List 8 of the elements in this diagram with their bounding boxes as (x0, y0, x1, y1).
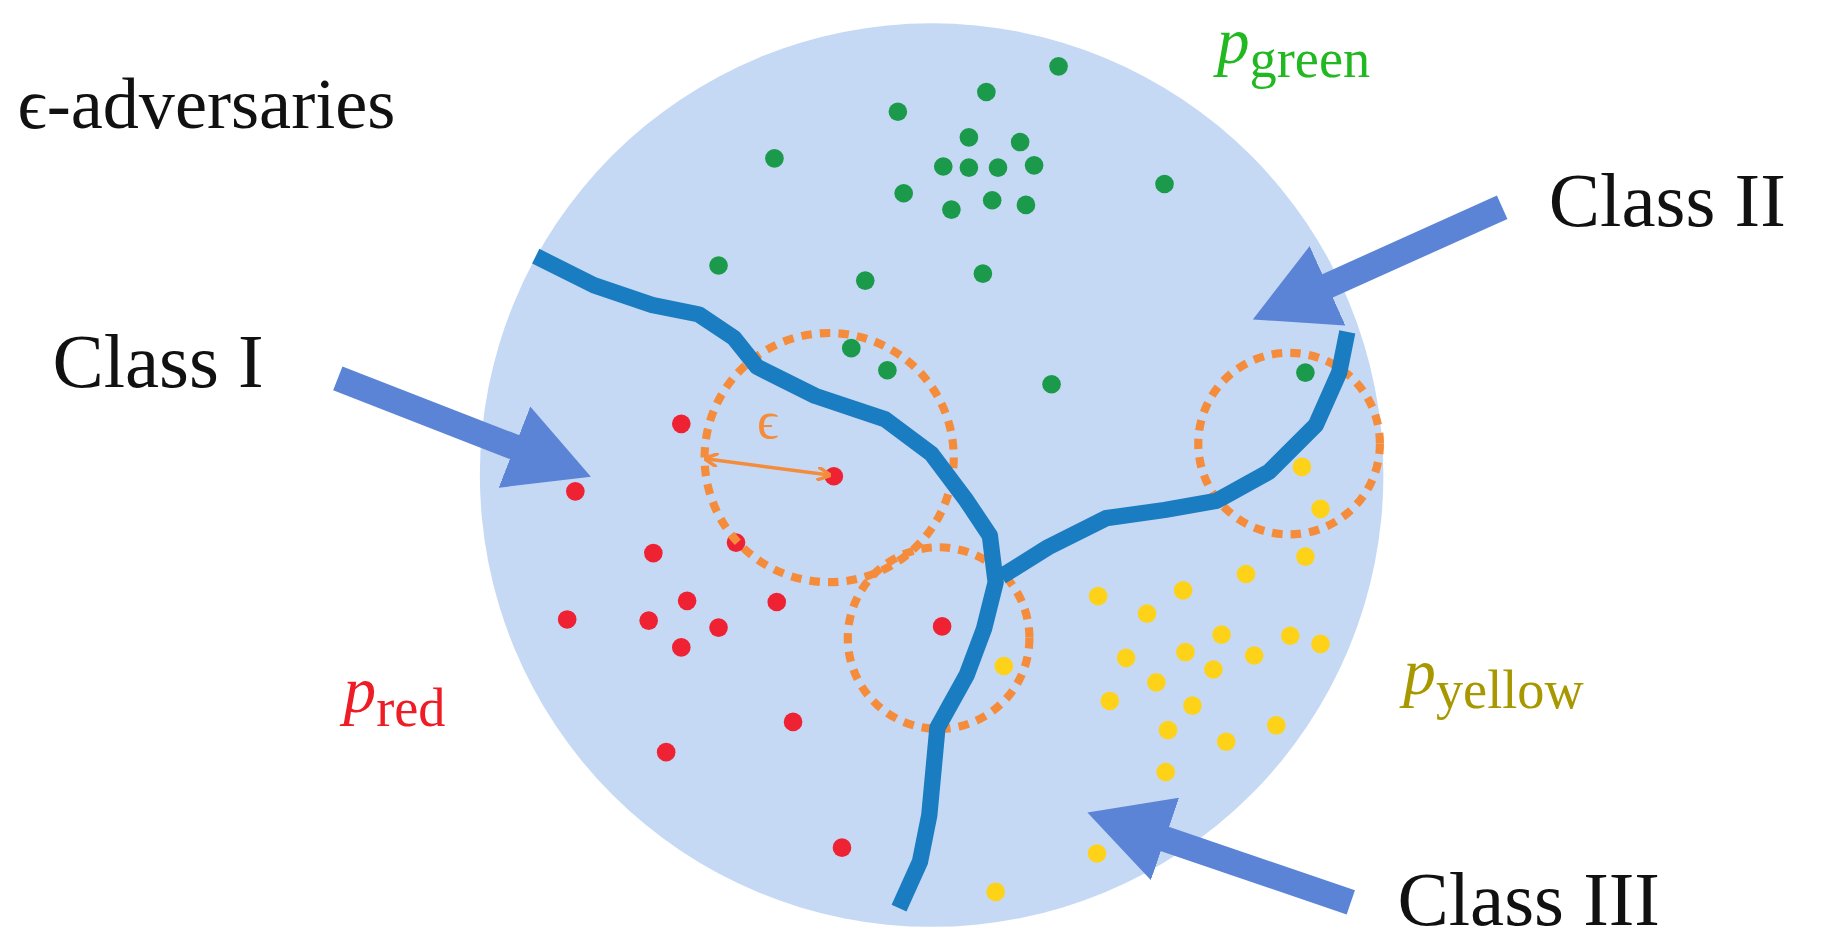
arrow (1087, 797, 1355, 915)
heading: ϵ-adversaries (17, 67, 396, 140)
arrow (1252, 195, 1508, 326)
arrow (333, 366, 591, 488)
epsilon-label: ϵ (756, 393, 779, 448)
class-label: Class I (52, 323, 264, 401)
class-label: Class III (1397, 861, 1660, 928)
class-label: Class II (1548, 163, 1786, 240)
